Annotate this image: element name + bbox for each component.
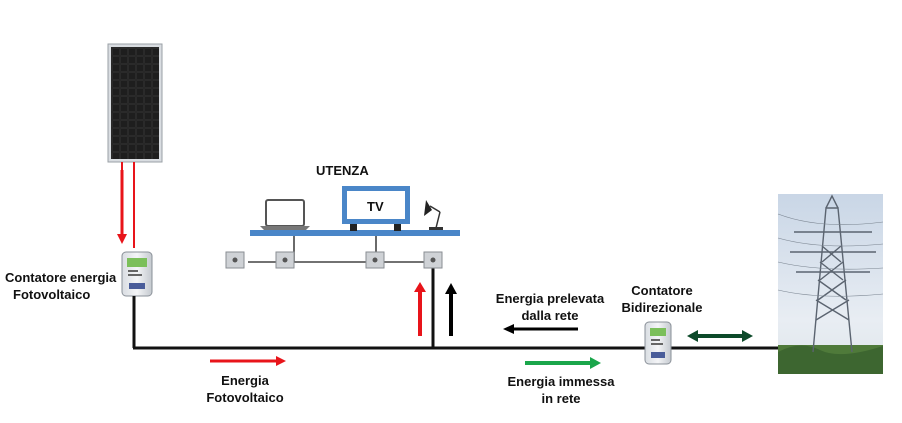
left-arrow-icon <box>503 324 578 334</box>
socket-icon <box>225 251 245 269</box>
energy-pv-label-line1: Energia <box>221 373 269 388</box>
up-arrow-icon <box>414 282 426 336</box>
pv-meter-label: Contatore energia Fotovoltaico <box>5 269 116 303</box>
tv-icon <box>342 186 410 231</box>
electric-meter-icon <box>121 251 153 297</box>
utenza-title: UTENZA <box>316 163 369 178</box>
energy-fed-label-line1: Energia immessa <box>507 374 615 389</box>
down-arrow-icon <box>117 170 127 244</box>
pv-meter-label-line2: Fotovoltaico <box>13 287 91 302</box>
bidirectional-arrow-icon <box>687 330 753 342</box>
socket-icon <box>423 251 443 269</box>
electric-meter-icon <box>644 321 672 365</box>
socket-icon <box>365 251 385 269</box>
pv-meter-label-line1: Contatore energia <box>5 270 117 285</box>
power-pylon-icon <box>777 194 884 374</box>
energy-drawn-label: Energia prelevata dalla rete <box>485 290 615 324</box>
lamp-icon <box>424 200 443 230</box>
energy-fed-label-line2: in rete <box>541 391 581 406</box>
bidir-meter-label-line1: Contatore <box>631 283 693 298</box>
socket-icon <box>275 251 295 269</box>
up-arrow-icon <box>445 283 457 336</box>
bidir-meter-label: Contatore Bidirezionale <box>612 282 712 316</box>
energy-pv-label: Energia Fotovoltaico <box>195 372 295 406</box>
laptop-icon <box>260 199 310 230</box>
energy-drawn-label-line1: Energia prelevata <box>495 291 605 306</box>
energy-drawn-label-line2: dalla rete <box>521 308 579 323</box>
energy-pv-label-line2: Fotovoltaico <box>206 390 284 405</box>
bidir-meter-label-line2: Bidirezionale <box>621 300 703 315</box>
right-arrow-icon <box>525 357 601 369</box>
right-arrow-icon <box>210 356 286 366</box>
solar-panel-icon <box>107 43 163 163</box>
tv-label: TV <box>367 199 384 214</box>
energy-fed-label: Energia immessa in rete <box>496 373 626 407</box>
appliance-shelf <box>250 230 460 236</box>
